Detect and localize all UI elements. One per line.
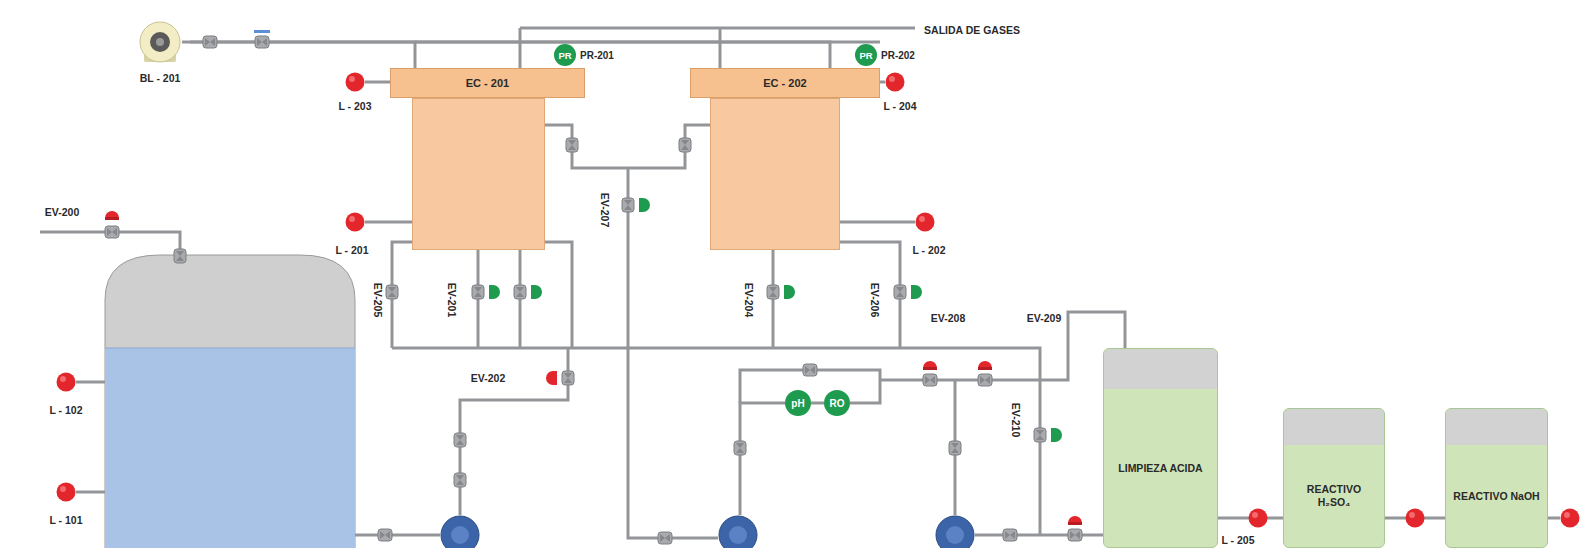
chemical-tank: REACTIVO H₂SO₄ [1283,408,1385,548]
tag-label: EV-210 [1010,402,1022,438]
valves [105,30,1082,544]
electrocoagulation-cell: EC - 202 [690,68,880,250]
instrument-tag: PR-201 [580,50,614,61]
blower-icon [130,18,190,66]
pipe-connector [190,42,415,68]
cell-body [412,98,545,250]
tank-cap [1284,409,1384,445]
tag-label: EV-207 [599,192,611,228]
pressure-indicator: PR PR-202 [855,44,927,66]
tank-cap [1104,349,1217,389]
instrument-bubble: PR [855,44,877,66]
tag-label: EV-202 [470,372,506,384]
tank-label: REACTIVO NaOH [1452,490,1541,503]
cell-lid: EC - 201 [390,68,585,98]
instrument-code: RO [830,398,845,409]
tag-label: EV-200 [44,206,80,218]
equipment-tag: BL - 201 [140,72,181,84]
tank-label: LIMPIEZA ACIDA [1110,462,1211,475]
cell-body [710,98,840,250]
tag-label: L - 202 [911,244,946,256]
tag-label: EV-208 [930,312,966,324]
electrocoagulation-cell: EC - 201 [390,68,585,250]
instrument-code: PR [558,50,571,61]
tag-label: L - 204 [882,100,917,112]
instrument-circle: pH [785,390,811,416]
tag-label: L - 203 [337,100,372,112]
pumps [441,516,974,548]
tag-label: EV-201 [446,282,458,318]
tag-label: EV-205 [372,282,384,318]
instrument-tag: PR-202 [881,50,915,61]
chemical-tank: LIMPIEZA ACIDA [1103,348,1218,548]
tag-label: L - 101 [48,514,83,526]
tank-cap [1446,409,1547,445]
tag-label: L - 102 [48,404,83,416]
tag-label: EV-209 [1026,312,1062,324]
pressure-indicator: PR PR-201 [554,44,626,66]
storage-tank [105,255,355,548]
instrument-bubble: PR [554,44,576,66]
pipe-connector [190,42,830,68]
equipment-tag: EC - 201 [466,77,509,89]
instrument-code: pH [791,398,804,409]
tag-label: L - 205 [1220,534,1255,546]
pipe-connector [811,402,824,405]
chemical-tank: REACTIVO NaOH [1445,408,1548,548]
tag-label: EV-206 [869,282,881,318]
outlet-label: SALIDA DE GASES [923,24,1021,36]
tag-label: EV-204 [743,282,755,318]
cell-lid: EC - 202 [690,68,880,98]
tag-label: L - 201 [334,244,369,256]
tank-label: REACTIVO H₂SO₄ [1290,483,1378,509]
blower: BL - 201 [130,18,190,88]
instrument-code: PR [859,50,872,61]
instrument-circle: RO [824,390,850,416]
equipment-tag: EC - 202 [763,77,806,89]
